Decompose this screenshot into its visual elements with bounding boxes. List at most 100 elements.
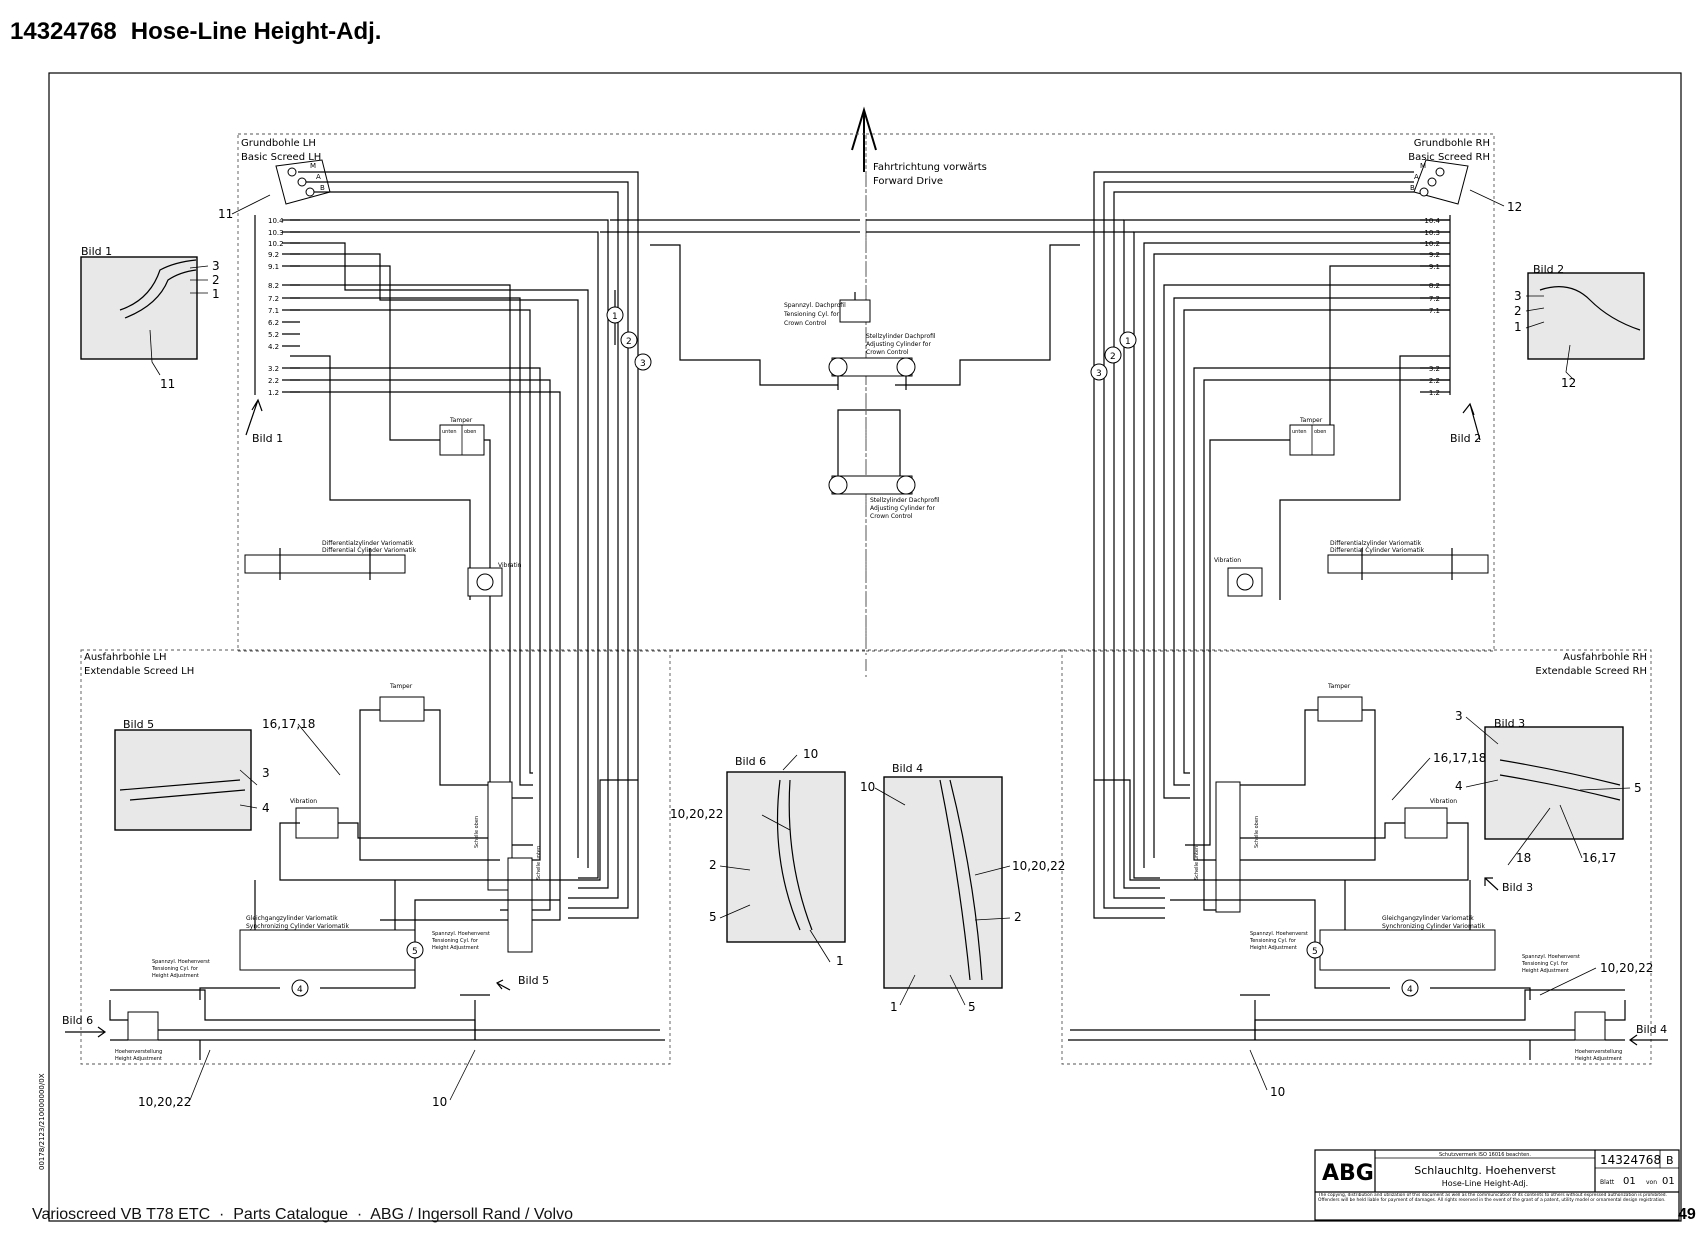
item-5-bild3: 5	[1634, 781, 1642, 795]
sync-cyl-lh-en: Synchronizing Cylinder Variomatik	[246, 923, 349, 930]
coupler-block-rh	[1413, 159, 1469, 205]
zone-ext-rh-de: Ausfahrbohle RH	[1563, 652, 1647, 663]
crown-tension-cylinder	[839, 292, 871, 323]
tamper-rh-v2: oben	[1314, 429, 1326, 435]
height-tension-lh-3: Height Adjustment	[152, 973, 199, 979]
rh-port-7-2: 7.2	[1429, 295, 1440, 303]
diff-cyl-rh-de: Differentialzylinder Variomatik	[1330, 540, 1422, 547]
coupler-rh-b: B	[1410, 184, 1415, 192]
height-tension-rh-3: Height Adjustment	[1250, 945, 1297, 951]
vibration-ext-rh: Vibration	[1430, 798, 1457, 805]
sync-cylinder-rh	[1319, 929, 1496, 971]
bild-5-arrow	[496, 979, 511, 991]
crown-adjust-lower-3: Crown Control	[870, 513, 913, 520]
bild-2-arrow	[1462, 402, 1481, 441]
item-2-bild1: 2	[212, 273, 220, 287]
tamper-basic-lh-label: Tamper	[449, 417, 473, 424]
clamp-block-lh	[487, 781, 533, 953]
crown-adjust-lower-1: Stellzylinder Dachprofil	[870, 497, 940, 504]
valve-rh-5-num: 5	[1312, 947, 1318, 957]
crown-adjust-upper-1: Stellzylinder Dachprofil	[866, 333, 936, 340]
valve-lh-4-num: 4	[297, 985, 303, 995]
item-16-17-bild3: 16,17	[1582, 851, 1616, 865]
sync-cyl-lh-de: Gleichgangzylinder Variomatik	[246, 915, 338, 922]
vibration-motor-ext-lh	[295, 807, 339, 839]
sync-cyl-rh-en: Synchronizing Cylinder Variomatik	[1382, 923, 1485, 930]
trunk-hoses-lh	[290, 171, 860, 921]
bild-4-label: Bild 4	[892, 762, 923, 775]
diff-cylinder-lh	[244, 548, 406, 580]
item-1-bild2: 1	[1514, 320, 1522, 334]
item-10-20-22-bild4: 10,20,22	[1012, 859, 1065, 873]
photo-bild-5	[114, 729, 252, 831]
item-4-bild5: 4	[262, 801, 270, 815]
coupler-lh-a: A	[316, 173, 321, 181]
height-tension-lh2-3: Height Adjustment	[432, 945, 479, 951]
height-tension-rh-2: Tensioning Cyl. for	[1249, 938, 1297, 944]
clamp-lower-lh: Schelle unten	[536, 846, 542, 880]
item-2-bild2: 2	[1514, 304, 1522, 318]
rh-port-1-2: 1.2	[1429, 389, 1440, 397]
rh-port-2-2: 2.2	[1429, 377, 1440, 385]
height-tension-rh2-2: Tensioning Cyl. for	[1521, 961, 1569, 967]
bild-5-label: Bild 5	[123, 718, 154, 731]
ext-hoses-lh	[109, 709, 665, 1060]
height-tension-lh2-1: Spannzyl. Hoehenverst	[432, 931, 490, 937]
bild-4-ref: Bild 4	[1636, 1023, 1667, 1036]
vibration-ext-lh: Vibration	[290, 798, 317, 805]
rh-port-7-1: 7.1	[1429, 307, 1440, 315]
valve-rh-1-num: 1	[1125, 337, 1131, 347]
forward-drive-de: Fahrtrichtung vorwärts	[873, 162, 987, 173]
photo-bild-3	[1484, 726, 1624, 840]
lh-port-7-1: 7.1	[268, 307, 279, 315]
part-number: 14324768	[10, 18, 117, 45]
ext-hoses-rh	[1068, 709, 1626, 1060]
item-11-bild1: 11	[160, 377, 175, 391]
height-tension-rh2-3: Height Adjustment	[1522, 968, 1569, 974]
tamper-ext-rh-label: Tamper	[1327, 683, 1351, 690]
valve-rh-3-num: 3	[1096, 369, 1102, 379]
zone-basic-lh-en: Basic Screed LH	[241, 152, 321, 163]
valve-lh-2	[620, 331, 638, 349]
title-block-title-de: Schlauchltg. Hoehenverst	[1414, 1164, 1556, 1177]
bild-3-ref: Bild 3	[1502, 881, 1533, 894]
rh-port-9-1: 9.1	[1429, 263, 1440, 271]
item-3-bild1: 3	[212, 259, 220, 273]
diff-cylinder-rh	[1327, 548, 1489, 580]
bild-2-label: Bild 2	[1533, 263, 1564, 276]
tamper-basic-rh-label: Tamper	[1299, 417, 1323, 424]
rh-port-10-3: 10.3	[1424, 229, 1440, 237]
height-tension-lh2-2: Tensioning Cyl. for	[431, 938, 479, 944]
bild-2-ref: Bild 2	[1450, 432, 1481, 445]
lh-port-1-2: 1.2	[268, 389, 279, 397]
photo-bild-6	[726, 771, 846, 943]
height-adjust-motor-lh	[127, 1011, 159, 1041]
item-1-bild4: 1	[890, 1000, 898, 1014]
title-block-of-label: von	[1646, 1179, 1657, 1186]
item-10-bild4: 10	[860, 780, 875, 794]
item-2-bild4: 2	[1014, 910, 1022, 924]
clamp-upper-rh: Schelle oben	[1254, 816, 1260, 848]
title-block-protection: Schutzvermerk ISO 16016 beachten.	[1439, 1152, 1531, 1158]
crown-adjust-cylinder-upper	[828, 357, 916, 390]
lh-port-3-2: 3.2	[268, 365, 279, 373]
item-10-20-22-lh: 10,20,22	[138, 1095, 191, 1109]
item-10-lh: 10	[432, 1095, 447, 1109]
valve-rh-4	[1401, 979, 1419, 997]
crown-adjust-cylinder-lower	[828, 409, 916, 495]
tamper-ext-lh	[379, 696, 425, 722]
zone-ext-screed-lh	[80, 649, 671, 1065]
bild-5-ref: Bild 5	[518, 974, 549, 987]
tamper-ext-rh	[1317, 696, 1363, 722]
bild-3-arrow	[1484, 877, 1499, 891]
height-tension-rh-1: Spannzyl. Hoehenverst	[1250, 931, 1308, 937]
bild-6-label: Bild 6	[735, 755, 766, 768]
item-3-bild5: 3	[262, 766, 270, 780]
diff-cyl-lh-de: Differentialzylinder Variomatik	[322, 540, 414, 547]
lh-port-7-2: 7.2	[268, 295, 279, 303]
valve-lh-1-num: 1	[612, 312, 618, 322]
item-16-17-18-lh: 16,17,18	[262, 717, 315, 731]
rh-port-8-2: 8.2	[1429, 282, 1440, 290]
vibration-motor-basic-lh	[467, 567, 503, 597]
